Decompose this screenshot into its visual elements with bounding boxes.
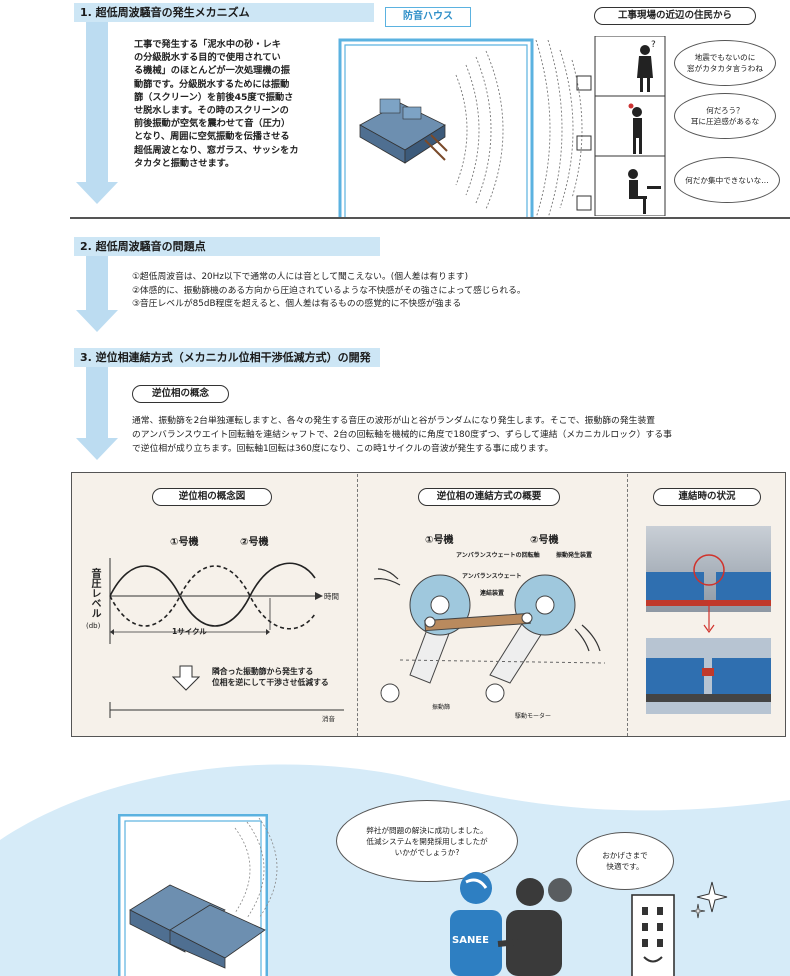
silenced-label: 消音: [322, 715, 335, 723]
anti-phase-concept-pill: 逆位相の概念: [132, 385, 229, 403]
section3-arrow: [76, 358, 118, 460]
body-line: 工事で発生する「泥水中の砂・レキ: [134, 39, 281, 50]
sparkle-icon: [690, 881, 728, 919]
resident-speech-bubble: おかげさまで 快適です。: [576, 832, 674, 890]
panel1-caption: 隣合った振動篩から発生する 位相を逆にして干渉させ低減する: [212, 666, 329, 688]
vibrating-screen-machine-illustration: [359, 98, 448, 164]
silenced-axis: [109, 702, 344, 718]
section3-header: 3. 逆位相連結方式（メカニカル位相干渉低減方式）の開発: [74, 348, 380, 367]
y-axis-label: 音圧レベル: [88, 568, 100, 622]
section2-header: 2. 超低周波騒音の問題点: [74, 237, 380, 256]
x-axis-label: 時間: [324, 592, 339, 601]
label-vibrating-screen: 振動篩: [432, 704, 451, 711]
body-line: となり、周囲に空気振動を伝播させる: [134, 131, 290, 143]
problem-item: ①超低周波音は、20Hz以下で通常の人には音として聞こえない。(個人差は有ります…: [132, 272, 469, 282]
soundproof-label: 防音ハウス: [385, 7, 471, 27]
panel2-machine1-label: ①号機: [425, 535, 454, 546]
section2-arrow: [76, 246, 118, 332]
waveform-graph: [109, 558, 323, 644]
wave-machine-1: [109, 562, 316, 627]
panel2-title: 逆位相の連結方式の概要: [418, 488, 560, 506]
label-drive-motor: 駆動モーター: [515, 713, 552, 720]
caption-line: 位相を逆にして干渉させ低減する: [212, 678, 329, 687]
red-down-arrow-icon: [703, 600, 715, 634]
panel-divider: [357, 474, 358, 736]
residents-building: [576, 36, 666, 216]
y-axis-unit: (db): [86, 622, 101, 630]
body-line: せ脱水します。その時のスクリーンの: [134, 105, 289, 117]
section1-arrow: [76, 12, 118, 204]
body-line: 前後振動が空気を震わせて音（圧力）: [134, 118, 291, 130]
coupling-mechanism-diagram: [373, 568, 606, 703]
wave-machine-2: [109, 565, 316, 630]
resident-bubble-2: 何だろう？ 耳に圧迫感があるな: [674, 93, 776, 139]
coupling-photo-after: [646, 638, 771, 714]
company-speech-bubble: 弊社が問題の解決に成功しました。 低減システムを開発採用しましたが いかがでしょ…: [336, 800, 518, 882]
sound-wave-lines-outside: [535, 40, 583, 218]
body-line: る機械」のほとんどが一次処理機の振: [134, 65, 290, 77]
question-mark: ?: [651, 40, 656, 50]
panel2-machine2-label: ②号機: [530, 535, 559, 546]
body-line: のアンバランスウエイト回転軸を連結シャフトで、2台の回転軸を機械的に角度で180…: [132, 430, 672, 440]
body-line: 篩（スクリーン）を前後45度で振動さ: [134, 91, 294, 103]
panel1-machine2-label: ②号機: [240, 537, 269, 548]
label-rotation-shaft: アンバランスウェートの回転軸: [456, 552, 540, 559]
problem-item: ②体感的に、振動篩機のある方向から圧迫されているような不快感がその強さによって感…: [132, 285, 526, 296]
panel-divider: [627, 474, 628, 736]
sound-wave-lines: [455, 50, 504, 210]
body-line: タカタと振動させます。: [134, 157, 235, 169]
body-line: 超低周波となり、窓ガラス、サッシをカ: [134, 144, 299, 156]
happy-building-icon: [631, 894, 675, 976]
section1-header: 1. 超低周波騒音の発生メカニズム: [74, 3, 374, 22]
soundproof-house: [338, 38, 534, 218]
panel1-machine1-label: ①号機: [170, 537, 199, 548]
panel3-title: 連結時の状況: [653, 488, 761, 506]
label-unbalance-weight: アンバランスウェート: [462, 573, 522, 580]
down-arrow-icon: [172, 665, 200, 691]
cycle-label: 1サイクル: [172, 627, 207, 636]
resident-bubble-3: 何だか集中できないな…: [674, 157, 780, 203]
bottom-sound-waves: [234, 818, 278, 918]
section2-list: ①超低周波音は、20Hz以下で通常の人には音として聞こえない。(個人差は有ります…: [132, 271, 772, 312]
section3-body: 通常、振動篩を2台単独運転しますと、各々の発生する音圧の波形が山と谷がランダムに…: [132, 414, 787, 456]
section1-body: 工事で発生する「泥水中の砂・レキ の分級脱水する目的で使用されてい る機械」のほ…: [134, 38, 334, 170]
handshake-figures: [450, 872, 572, 976]
coupling-photo-before: [646, 526, 771, 612]
label-coupling-device: 連結装置: [480, 590, 505, 597]
body-line: 動篩です。分級脱水するためには振動: [134, 78, 290, 90]
company-logo-text: SANEE: [452, 935, 489, 946]
resident-bubble-1: 地震でもないのに 窓がカタカタ言うわね: [674, 40, 776, 86]
body-line: で逆位相が成り立ちます。回転軸1回転は360度になり、この時1サイクルの音波が発…: [132, 444, 554, 454]
label-vibration-generator: 振動発生装置: [556, 552, 593, 559]
body-line: の分級脱水する目的で使用されてい: [134, 52, 281, 64]
section1-baseline: [70, 217, 790, 219]
y-axis-label-text: 音圧レベル: [89, 568, 100, 618]
bottom-machines-illustration: [129, 884, 266, 969]
problem-item: ③音圧レベルが85dB程度を超えると、個人差は有るものの感覚的に不快感が強まる: [132, 299, 462, 310]
caption-line: 隣合った振動篩から発生する: [212, 667, 314, 676]
body-line: 通常、振動篩を2台単独運転しますと、各々の発生する音圧の波形が山と谷がランダムに…: [132, 416, 656, 426]
residents-label: 工事現場の近辺の住民から: [594, 7, 756, 25]
panel1-title: 逆位相の概念図: [152, 488, 272, 506]
